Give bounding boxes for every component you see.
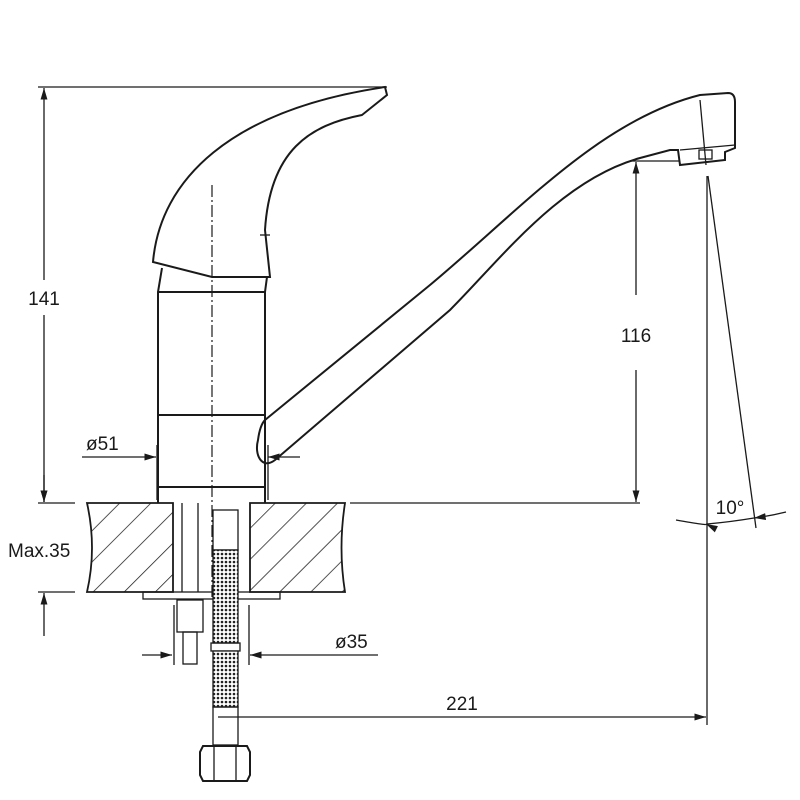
dimension-angle-10: 10° xyxy=(675,175,787,725)
dimension-141: 141 xyxy=(28,86,387,504)
spout xyxy=(256,91,736,465)
supply-hose xyxy=(199,509,251,782)
mounting-bolt xyxy=(176,503,204,665)
dim-221-label: 221 xyxy=(446,694,478,715)
dimension-max35: Max.35 xyxy=(8,475,75,636)
dimension-d35: ø35 xyxy=(142,605,378,665)
dimension-116: 116 xyxy=(621,160,680,502)
dimension-221: 221 xyxy=(218,694,706,721)
dimension-d51: ø51 xyxy=(82,434,300,500)
lever-handle xyxy=(151,85,389,278)
dim-116-label: 116 xyxy=(621,326,651,347)
dim-max35-label: Max.35 xyxy=(8,541,70,562)
dim-d51-label: ø51 xyxy=(86,434,119,455)
dim-d35-label: ø35 xyxy=(335,632,368,653)
dim-141-label: 141 xyxy=(28,289,60,310)
countertop-section xyxy=(85,502,640,600)
dim-10deg-label: 10° xyxy=(716,498,745,519)
